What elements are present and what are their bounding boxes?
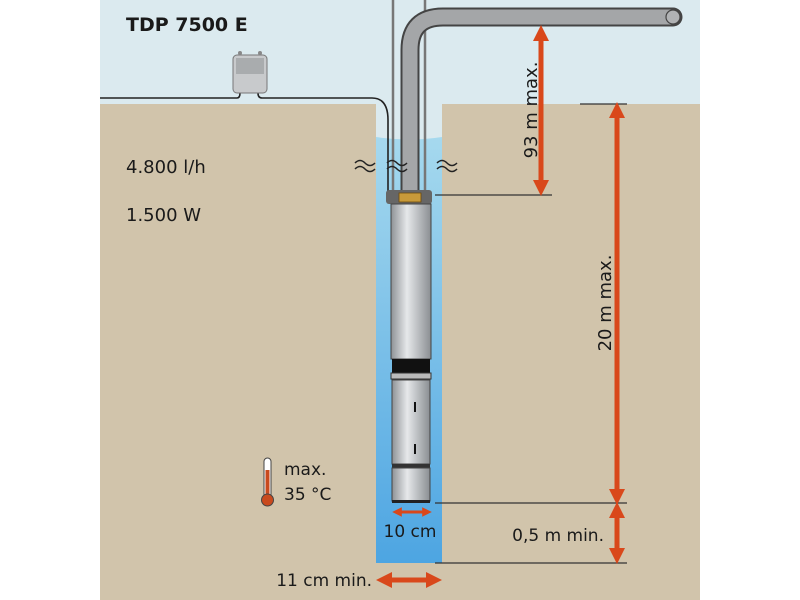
temperature-value: 35 °C (284, 485, 331, 505)
control-box-icon (232, 51, 268, 94)
product-title: TDP 7500 E (126, 14, 248, 36)
depth-label: 20 m max. (595, 255, 616, 352)
thermometer-icon (261, 457, 274, 507)
head-label: 93 m max. (521, 62, 542, 159)
pump-diameter-label: 10 cm (384, 522, 437, 542)
well-diameter-label: 11 cm min. (276, 571, 372, 591)
temperature-label: max. (284, 460, 326, 480)
water-level-waves-icon (354, 159, 458, 173)
pipe-end (665, 9, 681, 25)
power-cable (100, 92, 389, 195)
submersible-pump (386, 190, 432, 503)
ground-left (100, 104, 376, 600)
clearance-label: 0,5 m min. (512, 526, 604, 546)
flow-rate: 4.800 l/h (126, 157, 206, 178)
power-rating: 1.500 W (126, 205, 201, 226)
ground-right (442, 104, 700, 600)
